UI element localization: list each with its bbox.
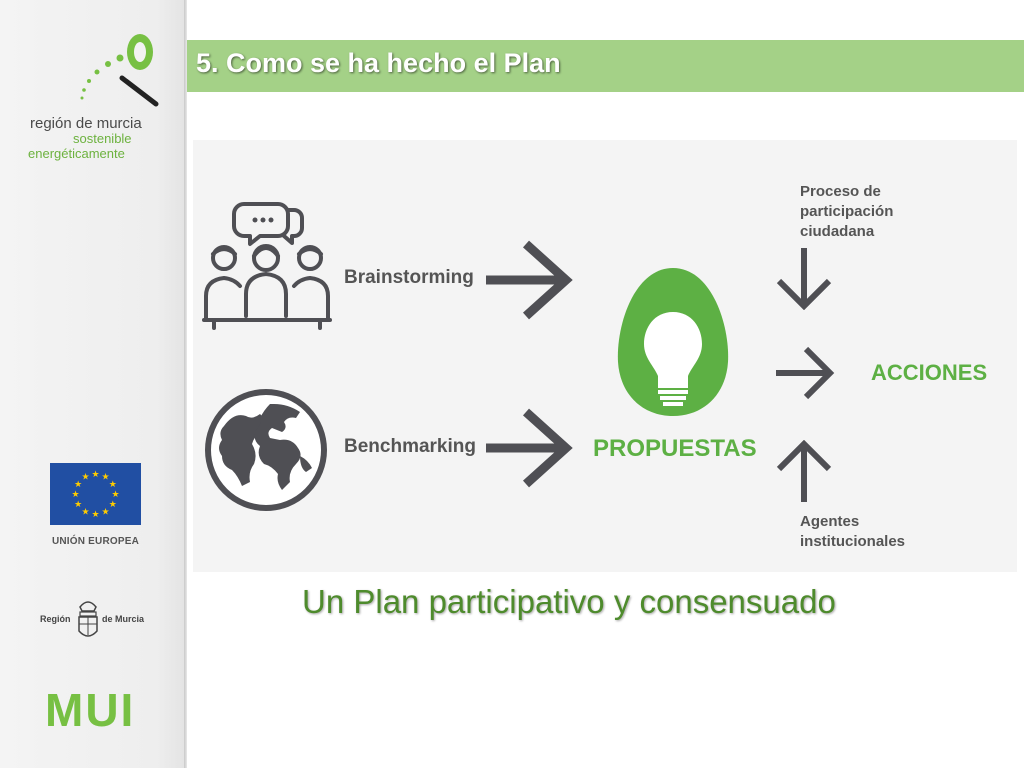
sidebar-divider	[184, 0, 187, 768]
eu-flag-icon: ★★★★★★★★★★★★	[50, 463, 141, 525]
eu-label: UNIÓN EUROPEA	[51, 536, 140, 547]
eu-star-icon: ★	[71, 489, 79, 499]
eu-star-icon: ★	[74, 499, 82, 509]
sidebar	[0, 0, 184, 768]
arrow-right-icon	[486, 408, 573, 488]
bulb-logo-icon	[80, 34, 159, 107]
propuestas-label: PROPUESTAS	[593, 435, 757, 462]
diagram-panel	[193, 140, 1017, 572]
proceso-participacion-label: Proceso de participación ciudadana	[800, 182, 893, 242]
eu-star-icon: ★	[74, 479, 82, 489]
agentes-line: Agentes	[800, 513, 860, 530]
proceso-line: ciudadana	[800, 223, 875, 240]
eu-star-icon: ★	[91, 469, 99, 479]
eu-star-icon: ★	[91, 509, 99, 519]
agentes-line: institucionales	[800, 533, 906, 550]
arrow-right-icon	[776, 346, 835, 400]
murcia-label-left: Región	[40, 614, 71, 624]
mui-logo: MUI	[45, 684, 136, 736]
eu-star-icon: ★	[81, 506, 89, 516]
lightbulb-icon	[617, 268, 729, 416]
globe-icon	[205, 389, 327, 511]
eu-star-icon: ★	[101, 506, 109, 516]
header-bar	[187, 40, 1024, 92]
arrow-right-icon	[486, 240, 573, 320]
brainstorming-label: Brainstorming	[344, 267, 474, 288]
brand-tagline-2: energéticamente	[28, 146, 125, 161]
acciones-label: ACCIONES	[871, 360, 988, 385]
eu-star-icon: ★	[109, 479, 117, 489]
people-meeting-icon	[202, 202, 332, 330]
murcia-label-right: de Murcia	[102, 614, 145, 624]
brand-name: región de murcia	[30, 115, 142, 132]
proceso-line: Proceso de	[800, 183, 881, 200]
slide-title: 5. Como se ha hecho el Plan	[196, 48, 561, 78]
murcia-crest-icon	[78, 601, 98, 637]
brand-tagline-1: sostenible	[73, 131, 132, 146]
eu-star-icon: ★	[109, 499, 117, 509]
eu-star-icon: ★	[111, 489, 119, 499]
arrow-up-icon	[776, 440, 832, 502]
plan-tagline: Un Plan participativo y consensuado	[302, 583, 836, 620]
eu-star-icon: ★	[81, 472, 89, 482]
eu-star-icon: ★	[101, 472, 109, 482]
arrow-down-icon	[776, 248, 832, 310]
agentes-institucionales-label: Agentes institucionales	[800, 512, 905, 552]
proceso-line: participación	[800, 203, 894, 220]
benchmarking-label: Benchmarking	[344, 436, 476, 457]
